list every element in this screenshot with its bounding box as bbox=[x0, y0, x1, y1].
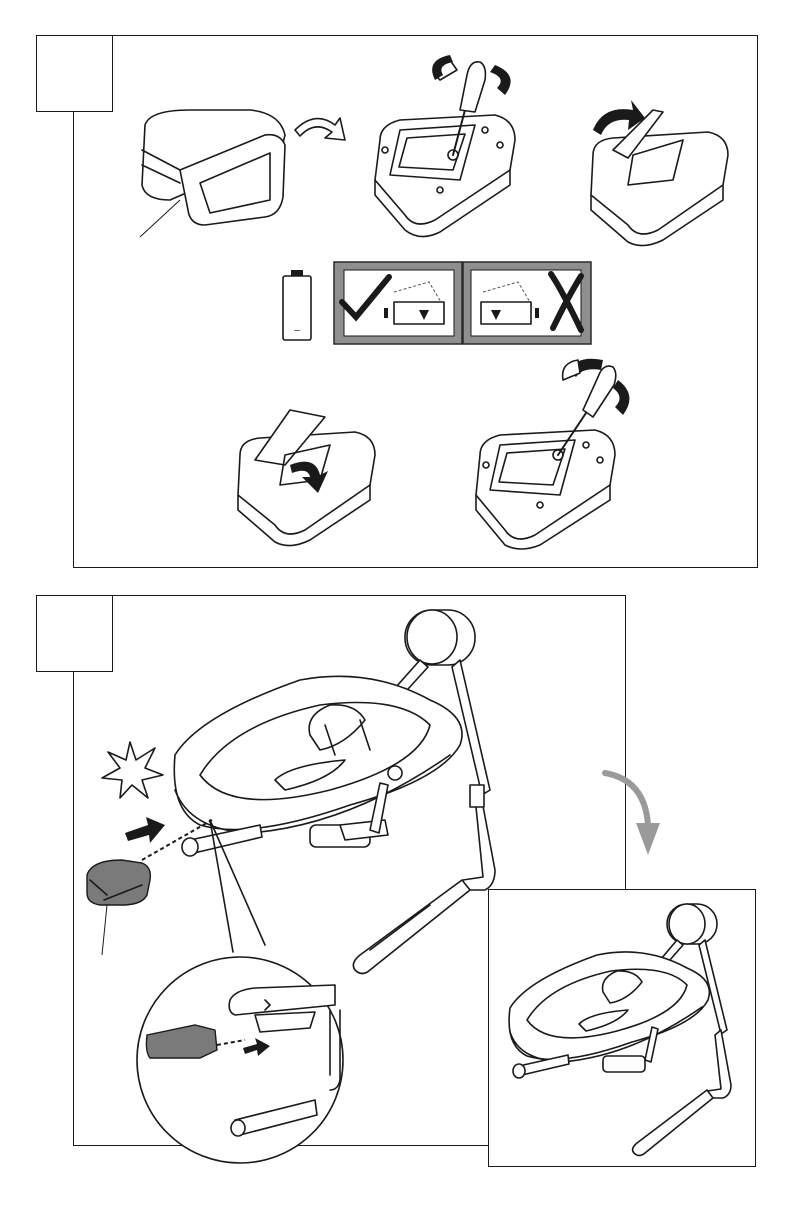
result-swing bbox=[505, 900, 745, 1155]
battery-polarity-label: – bbox=[294, 325, 300, 336]
detail-callout bbox=[135, 820, 365, 1165]
battery: – bbox=[282, 270, 312, 342]
close-cover bbox=[230, 405, 380, 550]
battery-orientation-incorrect bbox=[463, 262, 591, 344]
battery-orientation-correct bbox=[334, 262, 462, 344]
unscrew-cover bbox=[365, 50, 525, 245]
impact-star bbox=[100, 740, 165, 800]
rotate-arrow bbox=[290, 110, 350, 150]
step-2-number-box bbox=[36, 595, 113, 672]
open-cover bbox=[583, 100, 733, 250]
screw-cover bbox=[468, 355, 643, 550]
curved-arrow-gray bbox=[600, 765, 660, 865]
power-adapter-cover bbox=[130, 105, 300, 245]
step-1-number-box bbox=[36, 35, 113, 112]
